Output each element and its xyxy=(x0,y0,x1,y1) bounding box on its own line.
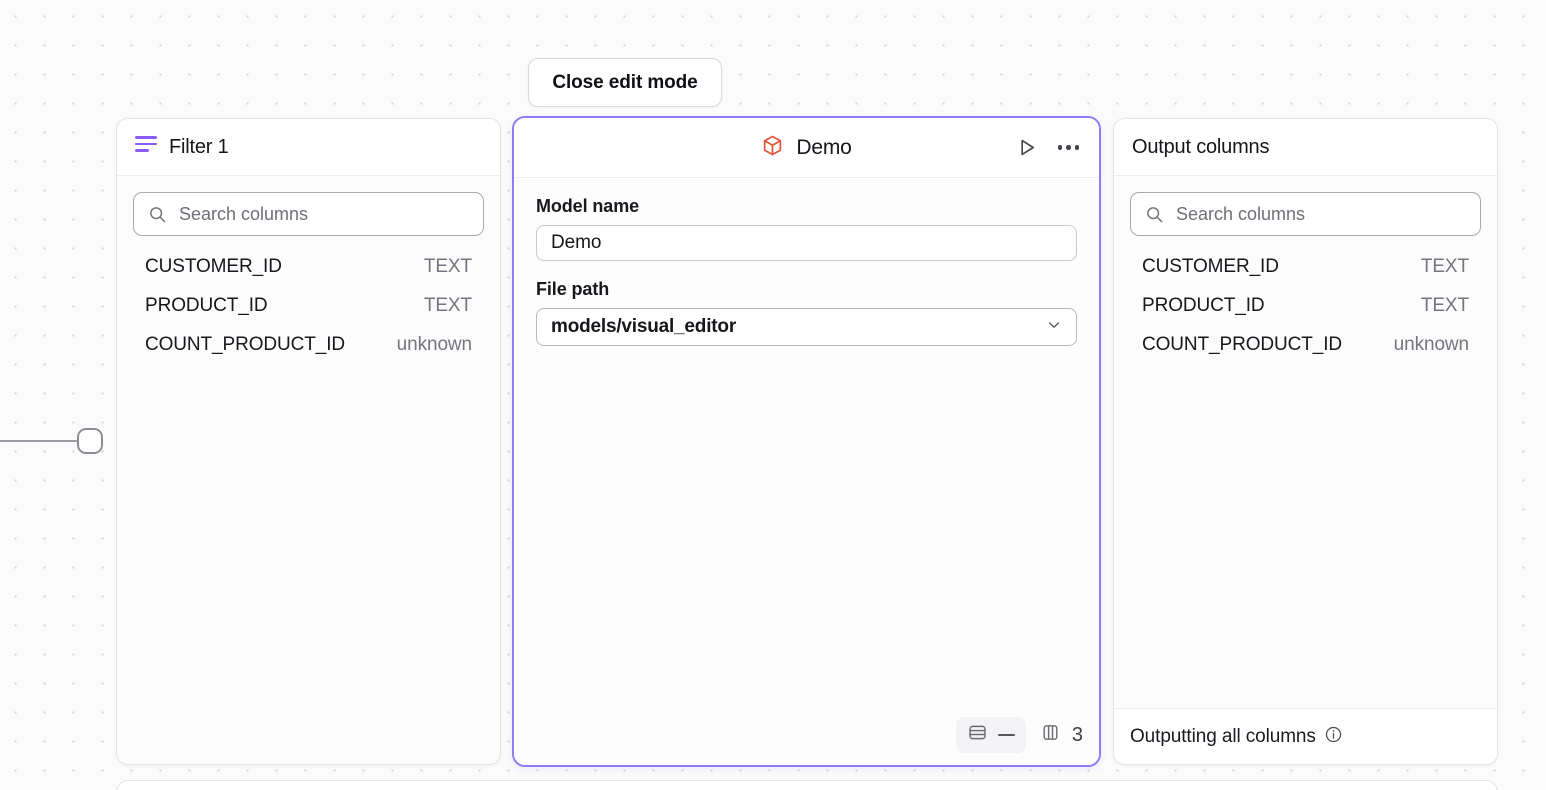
filter-icon xyxy=(135,136,157,158)
model-name-label: Model name xyxy=(536,196,640,216)
play-icon[interactable] xyxy=(1015,136,1038,159)
output-search-box[interactable] xyxy=(1130,192,1481,236)
output-panel-body: CUSTOMER_ID TEXT PRODUCT_ID TEXT COUNT_P… xyxy=(1114,176,1497,708)
file-path-value: models/visual_editor xyxy=(551,316,737,337)
column-type: TEXT xyxy=(1420,256,1469,277)
row-count-group[interactable] xyxy=(955,717,1026,753)
table-row[interactable]: PRODUCT_ID TEXT xyxy=(133,295,484,334)
column-count-group[interactable]: 3 xyxy=(1040,722,1083,748)
demo-node-header: Demo xyxy=(514,118,1099,178)
output-panel-footer: Outputting all columns xyxy=(1114,708,1497,764)
rows-icon xyxy=(967,722,988,748)
output-column-list: CUSTOMER_ID TEXT PRODUCT_ID TEXT COUNT_P… xyxy=(1130,256,1481,373)
cube-icon xyxy=(761,134,784,162)
close-edit-mode-button[interactable]: Close edit mode xyxy=(528,58,722,107)
table-row[interactable]: CUSTOMER_ID TEXT xyxy=(1130,256,1481,295)
search-icon xyxy=(1145,205,1164,224)
outputting-all-columns-label: Outputting all columns xyxy=(1130,725,1316,747)
output-search-input[interactable] xyxy=(1176,203,1466,225)
ellipsis-icon[interactable] xyxy=(1056,139,1082,156)
columns-icon xyxy=(1040,722,1061,748)
column-name: CUSTOMER_ID xyxy=(145,256,282,277)
table-row[interactable]: COUNT_PRODUCT_ID unknown xyxy=(1130,334,1481,373)
demo-node-footer: 3 xyxy=(955,717,1083,753)
demo-node-title: Demo xyxy=(796,135,852,159)
filter-search-box[interactable] xyxy=(133,192,484,236)
chevron-down-icon xyxy=(1046,317,1062,338)
file-path-select[interactable]: models/visual_editor xyxy=(536,308,1077,346)
row-count-value xyxy=(997,733,1015,737)
demo-node-body: Model name File path models/visual_edito… xyxy=(514,178,1099,765)
table-row[interactable]: CUSTOMER_ID TEXT xyxy=(133,256,484,295)
search-icon xyxy=(148,205,167,224)
flow-edge-handle[interactable] xyxy=(77,428,103,454)
demo-model-node[interactable]: Demo Model name File path models/vi xyxy=(512,116,1101,767)
column-name: COUNT_PRODUCT_ID xyxy=(1142,334,1343,355)
filter-panel[interactable]: Filter 1 CUSTOMER_ID TEXT PRODUCT_ID xyxy=(116,118,501,765)
filter-panel-header: Filter 1 xyxy=(117,119,500,176)
output-panel-title: Output columns xyxy=(1132,135,1270,158)
model-name-field[interactable] xyxy=(536,225,1077,261)
output-panel-header: Output columns xyxy=(1114,119,1497,176)
output-columns-panel[interactable]: Output columns CUSTOMER_ID TEXT PRODU xyxy=(1113,118,1498,765)
column-type: TEXT xyxy=(423,295,472,316)
column-type: TEXT xyxy=(423,256,472,277)
column-type: TEXT xyxy=(1420,295,1469,316)
info-icon[interactable] xyxy=(1324,725,1343,749)
filter-column-list: CUSTOMER_ID TEXT PRODUCT_ID TEXT COUNT_P… xyxy=(133,256,484,373)
column-name: PRODUCT_ID xyxy=(145,295,268,316)
column-count-value: 3 xyxy=(1071,723,1083,746)
column-name: PRODUCT_ID xyxy=(1142,295,1265,316)
file-path-label: File path xyxy=(536,279,610,299)
column-name: CUSTOMER_ID xyxy=(1142,256,1279,277)
column-type: unknown xyxy=(1393,334,1469,355)
filter-panel-body: CUSTOMER_ID TEXT PRODUCT_ID TEXT COUNT_P… xyxy=(117,176,500,764)
filter-search-input[interactable] xyxy=(179,203,469,225)
model-name-input[interactable] xyxy=(551,232,1062,254)
flow-edge xyxy=(0,440,82,442)
column-name: COUNT_PRODUCT_ID xyxy=(145,334,346,355)
bottom-panel-peek[interactable] xyxy=(116,780,1498,790)
table-row[interactable]: PRODUCT_ID TEXT xyxy=(1130,295,1481,334)
column-type: unknown xyxy=(396,334,472,355)
table-row[interactable]: COUNT_PRODUCT_ID unknown xyxy=(133,334,484,373)
filter-panel-title: Filter 1 xyxy=(169,135,229,158)
